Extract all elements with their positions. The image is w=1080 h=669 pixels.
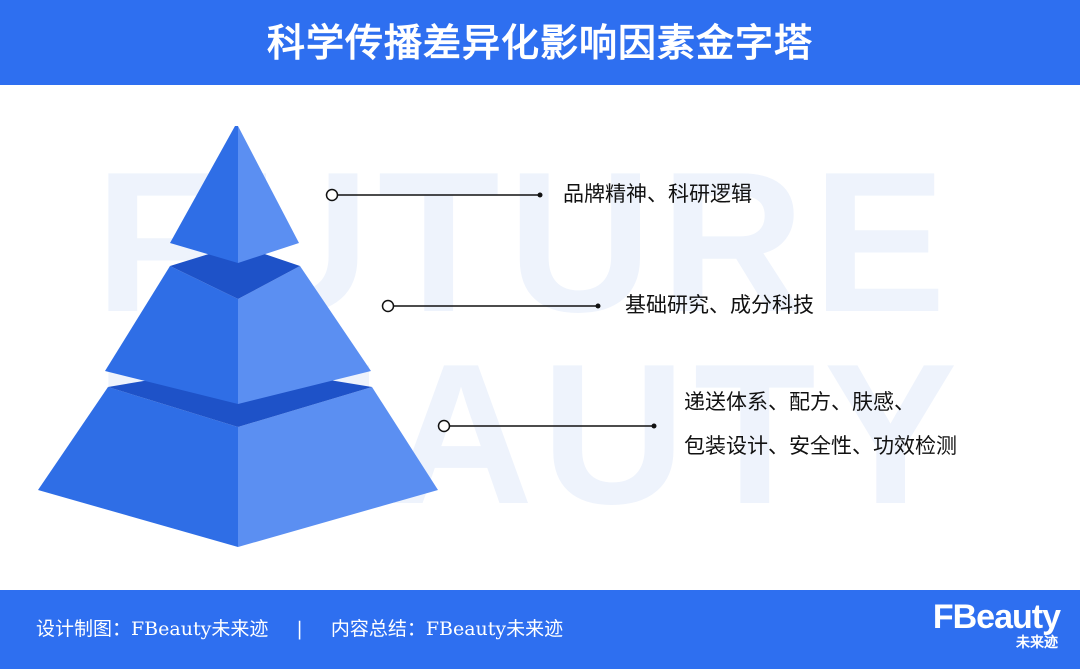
footer-separator: | xyxy=(296,618,303,640)
tier-3-label-line-1: 递送体系、配方、肤感、 xyxy=(684,390,915,414)
page-title: 科学传播差异化影响因素金字塔 xyxy=(266,19,813,65)
pyramid-diagram xyxy=(38,126,657,547)
diagram-area: FUTURE BEAUTY xyxy=(0,85,1080,590)
tier-1-label-line-1: 品牌精神、科研逻辑 xyxy=(563,182,752,206)
connector-3 xyxy=(437,419,657,433)
logo-subtitle: 未来迹 xyxy=(1016,635,1058,651)
logo-wordmark: FBeauty xyxy=(932,598,1061,636)
connector-2 xyxy=(381,299,601,313)
tier-3-label: 递送体系、配方、肤感、 包装设计、安全性、功效检测 xyxy=(684,380,957,468)
footer-credits: 设计制图：FBeauty未来迹 | 内容总结：FBeauty未来迹 xyxy=(36,620,563,639)
tier-2-label-line-1: 基础研究、成分科技 xyxy=(625,293,814,317)
tier-2-label: 基础研究、成分科技 xyxy=(625,295,814,316)
footer-bar: 设计制图：FBeauty未来迹 | 内容总结：FBeauty未来迹 FBeaut… xyxy=(0,590,1080,669)
content-credit: 内容总结：FBeauty未来迹 xyxy=(330,618,564,640)
header-bar: 科学传播差异化影响因素金字塔 xyxy=(0,0,1080,85)
fbeauty-logo: FBeauty 未来迹 xyxy=(915,598,1061,660)
tier-3-label-line-2: 包装设计、安全性、功效检测 xyxy=(684,434,957,458)
connector-1 xyxy=(325,188,543,202)
pyramid-tier-top xyxy=(170,126,299,263)
tier-1-label: 品牌精神、科研逻辑 xyxy=(563,184,752,205)
design-credit: 设计制图：FBeauty未来迹 xyxy=(36,618,269,640)
pyramid-tier-middle xyxy=(105,245,371,404)
